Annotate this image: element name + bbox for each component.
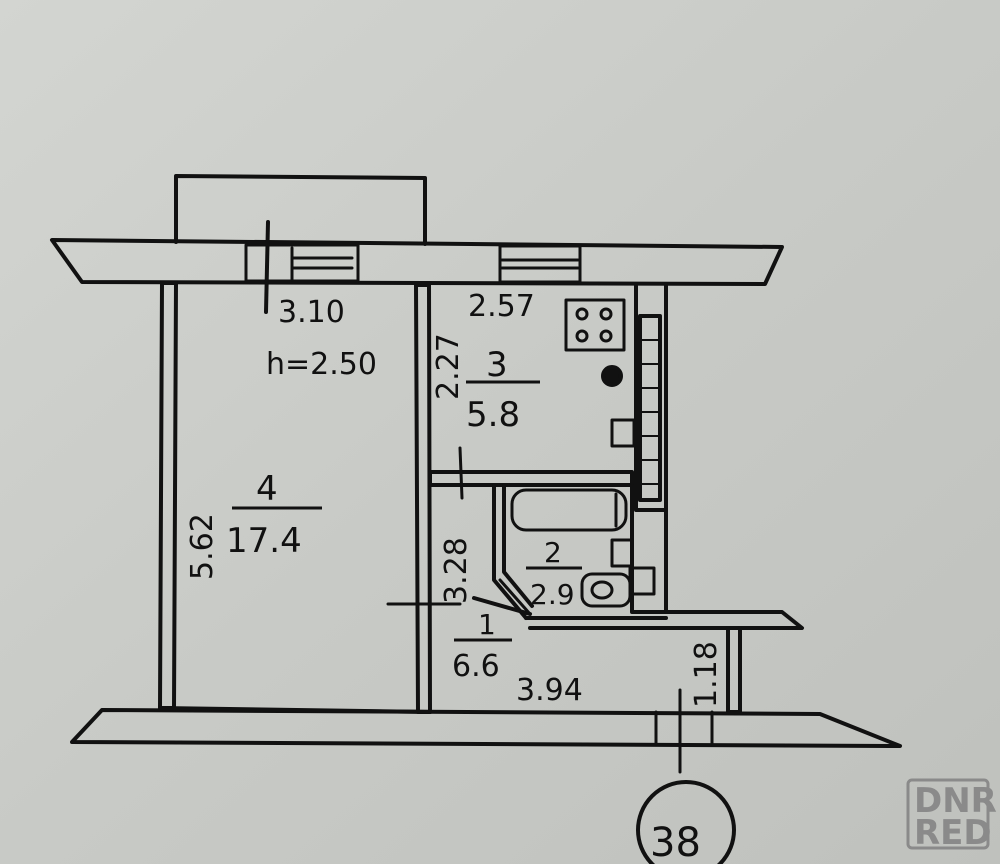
watermark-line1: DNR — [914, 781, 997, 821]
kitchen-right-wall — [634, 282, 668, 512]
watermark-line2: RED — [914, 813, 992, 853]
dimension-tick-top — [264, 220, 270, 314]
bottom-window — [654, 710, 714, 746]
ceiling-height-label: h=2.50 — [266, 347, 377, 382]
sheet-number: 38 — [650, 820, 701, 864]
watermark-logo: DNR RED — [906, 778, 997, 853]
room4-length-label: 5.62 — [185, 513, 220, 580]
room4-bottom-wall — [158, 706, 432, 714]
bathroom-inner-left-wall — [502, 484, 534, 608]
kitchen-sink — [610, 418, 636, 448]
kitchen-width-label: 2.57 — [468, 289, 535, 324]
room4-area: 17.4 — [226, 521, 302, 561]
hall-depth-label: 3.28 — [439, 537, 474, 604]
bathroom-door-leaf — [472, 596, 532, 616]
kitchen-depth-label: 2.27 — [431, 333, 466, 400]
hall-width-label: 3.94 — [516, 673, 583, 708]
room1-area: 6.6 — [452, 649, 500, 684]
top-balcony-outline — [174, 174, 427, 246]
bathroom-door-swing — [498, 578, 532, 616]
room4-number: 4 — [256, 469, 278, 509]
room4-width-label: 3.10 — [278, 295, 345, 330]
stove — [564, 298, 626, 352]
sheet-number-badge: 38 — [636, 780, 736, 864]
room3-area: 5.8 — [466, 395, 520, 435]
lower-balcony-wall — [528, 610, 804, 630]
room3-number: 3 — [486, 345, 508, 385]
room1-number: 1 — [478, 608, 496, 641]
dimension-tick-hall-top — [458, 446, 464, 500]
bottom-exterior-wall — [70, 708, 902, 748]
kitchen-shaft — [638, 314, 662, 502]
toilet — [580, 566, 656, 608]
bathroom-left-wall — [492, 484, 528, 620]
room2-number: 2 — [544, 536, 562, 569]
window-top-left — [244, 243, 360, 283]
kitchen-shaft-hatching — [641, 339, 659, 485]
room2-area: 2.9 — [530, 578, 575, 611]
balcony-depth-label: 1.18 — [689, 641, 724, 708]
bathroom-sink — [610, 538, 634, 568]
bathtub — [510, 488, 628, 532]
gas-pipe-marker — [601, 365, 623, 387]
window-top-right — [498, 244, 582, 284]
